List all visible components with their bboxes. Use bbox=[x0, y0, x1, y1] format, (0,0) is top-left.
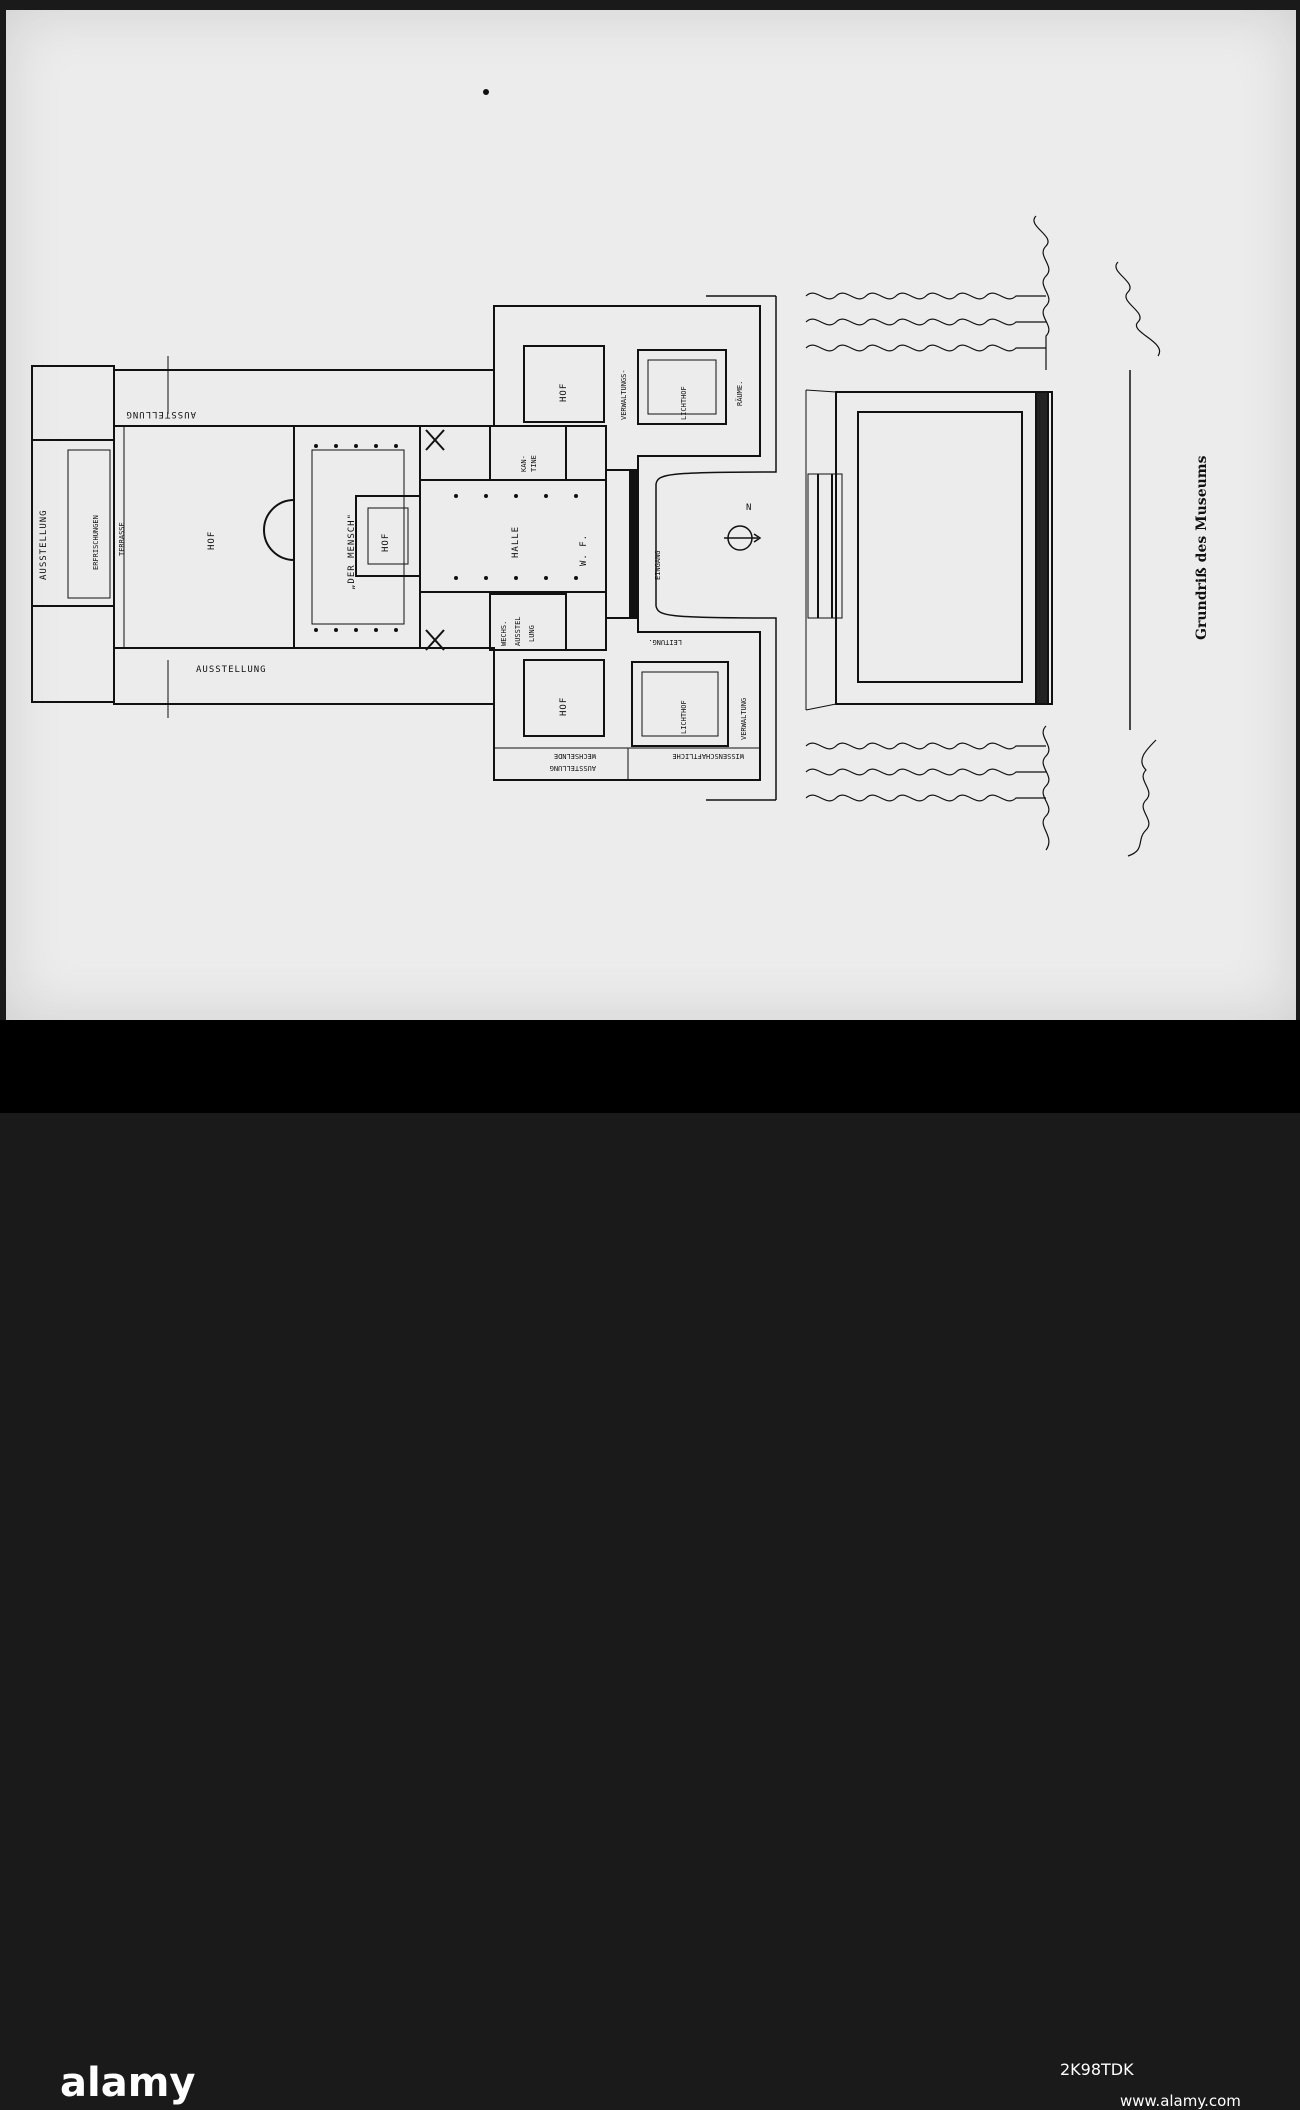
label-terrasse: TERRASSE bbox=[118, 522, 126, 556]
label-tine: TINE bbox=[530, 455, 538, 472]
watermark-bar: alamy 2K98TDK www.alamy.com bbox=[0, 1020, 1300, 2110]
label-hof-ne: HOF bbox=[559, 383, 569, 402]
label-hof-center: HOF bbox=[381, 533, 391, 552]
compass-n-label: N bbox=[746, 503, 752, 513]
floor-plan-drawing: AUSSTELLUNG ERFRISCHUNGEN TERRASSE HOF „… bbox=[31, 89, 1161, 857]
label-hof-se: HOF bbox=[559, 697, 569, 716]
label-lichthof-south: LICHTHOF bbox=[680, 700, 688, 734]
image-id: 2K98TDK bbox=[1060, 2060, 1134, 2079]
label-erfrischungen: ERFRISCHUNGEN bbox=[92, 515, 100, 570]
south-admin-block bbox=[493, 617, 761, 781]
label-wechs: WECHS. bbox=[500, 621, 508, 646]
plan-sheet: AUSSTELLUNG ERFRISCHUNGEN TERRASSE HOF „… bbox=[6, 10, 1296, 1020]
tree-row-south bbox=[805, 742, 1046, 750]
label-ausstel: AUSSTEL bbox=[514, 616, 522, 646]
label-eingang: EINGANG bbox=[654, 550, 662, 580]
reflecting-pool-inner bbox=[857, 411, 1023, 683]
reflecting-pool-outer bbox=[835, 391, 1053, 705]
label-lichthof-north: LICHTHOF bbox=[680, 386, 688, 420]
label-halle: HALLE bbox=[511, 526, 521, 558]
site-url: www.alamy.com bbox=[1120, 2092, 1241, 2110]
label-verwaltungs: VERWALTUNGS- bbox=[620, 369, 628, 420]
north-admin-block bbox=[493, 305, 761, 471]
label-hof-main: HOF bbox=[207, 531, 217, 550]
label-leitung: LEITUNG. bbox=[648, 638, 682, 646]
label-kan: KAN- bbox=[520, 455, 528, 472]
label-wissenschaftliche: WISSENSCHAFTLICHE bbox=[672, 752, 744, 760]
label-wf: W. F. bbox=[579, 534, 589, 566]
photo-frame: AUSSTELLUNG ERFRISCHUNGEN TERRASSE HOF „… bbox=[0, 10, 1300, 2110]
plan-caption: Grundriß des Museums bbox=[1194, 455, 1210, 640]
watermark-logo: alamy bbox=[60, 2060, 196, 2106]
tree-row-north bbox=[805, 292, 1046, 300]
south-gallery-outline bbox=[113, 647, 495, 705]
label-ausstellung-wechselnde: AUSSTELLUNG bbox=[550, 764, 596, 772]
label-ausstellung-south: AUSSTELLUNG bbox=[196, 665, 267, 675]
label-verwaltung: VERWALTUNG bbox=[740, 698, 748, 740]
label-wechselnde: WECHSELNDE bbox=[554, 752, 596, 760]
label-lung: LUNG bbox=[528, 625, 536, 642]
label-der-mensch: „DER MENSCH" bbox=[347, 513, 357, 590]
label-ausstellung-west: AUSSTELLUNG bbox=[39, 509, 49, 580]
label-raeume: RÄUME. bbox=[735, 381, 744, 406]
label-ausstellung-north: AUSSTELLUNG bbox=[125, 409, 196, 419]
west-wing-outline bbox=[31, 365, 115, 703]
